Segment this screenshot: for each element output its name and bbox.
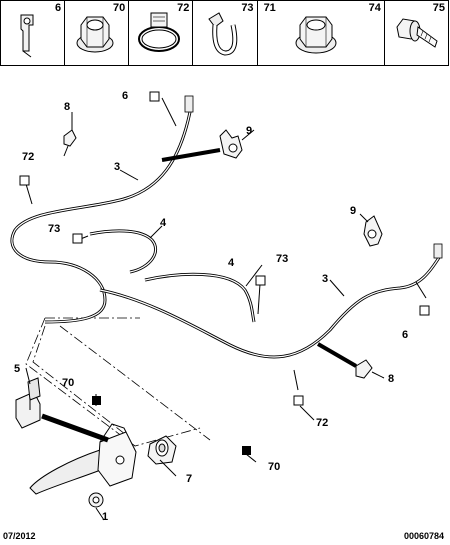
callout-5: 5 [14, 363, 20, 375]
legend-cell-71-74: 71 74 [258, 1, 385, 65]
footer-date: 07/2012 [3, 531, 36, 541]
footer-reference: 00060784 [403, 531, 444, 541]
phantom-lines [25, 317, 211, 447]
callout-6-top: 6 [122, 90, 128, 102]
callout-4-middle: 4 [160, 217, 167, 229]
callout-7: 7 [186, 473, 192, 485]
callout-70-left: 70 [62, 377, 74, 389]
legend-cell-72: 72 [129, 1, 194, 65]
clip-8-top [63, 129, 77, 157]
callout-70-right: 70 [268, 461, 280, 473]
legend-number: 73 [241, 2, 254, 14]
legend-number: 71 [263, 2, 276, 14]
legend-cell-70: 70 [65, 1, 130, 65]
callout-3-left: 3 [114, 161, 120, 173]
legend-cell-75: 75 [385, 1, 448, 65]
cable-4-right [144, 272, 256, 323]
legend-number: 74 [368, 2, 381, 14]
clip-9-top [161, 129, 243, 162]
callout-9-top: 9 [246, 125, 252, 137]
callout-1: 1 [102, 511, 108, 523]
callout-9-right: 9 [350, 205, 356, 217]
cable-tie-icon [208, 12, 238, 56]
legend-number: 75 [432, 2, 445, 14]
clip-9-right [363, 215, 383, 247]
part-5-bracket [15, 377, 41, 429]
flange-bolt-icon [396, 18, 438, 48]
legend-number: 70 [113, 2, 126, 14]
callout-4-right: 4 [228, 257, 235, 269]
legend-number: 72 [177, 2, 190, 14]
callout-labels: 6 8 9 72 3 4 73 4 73 9 3 6 8 72 5 70 7 7… [14, 90, 408, 523]
callout-8-left: 8 [64, 101, 70, 113]
legend-number: 6 [55, 2, 62, 14]
cable-3-right [99, 243, 443, 359]
legend-cell-73: 73 [193, 1, 258, 65]
hose-clamp-icon [138, 12, 181, 52]
clip-8-right [316, 342, 373, 379]
nut-icon [295, 16, 337, 54]
cable-4-middle [89, 229, 158, 274]
parts-legend: 6 70 72 73 [0, 0, 449, 66]
callout-boxes [19, 91, 430, 406]
part-7-equalizer [147, 435, 177, 465]
callout-3-right: 3 [322, 273, 328, 285]
callout-73-right: 73 [276, 253, 288, 265]
callout-72-left: 72 [22, 151, 34, 163]
callout-73-middle: 73 [48, 223, 60, 235]
callout-72-bottom: 72 [316, 417, 328, 429]
leader-lines [25, 97, 427, 521]
flange-nut-icon [76, 16, 114, 53]
callout-boxes-filled [92, 396, 251, 455]
legend-cell-6: 6 [1, 1, 66, 65]
part-1-handbrake-lever [29, 413, 137, 508]
cable-3-left [10, 95, 194, 324]
callout-8-right: 8 [388, 373, 394, 385]
callout-6-right: 6 [402, 329, 408, 341]
cable-clip-icon [20, 14, 34, 58]
parking-brake-cable-diagram: 6 8 9 72 3 4 73 4 73 9 3 6 8 72 5 70 7 7… [10, 90, 443, 523]
